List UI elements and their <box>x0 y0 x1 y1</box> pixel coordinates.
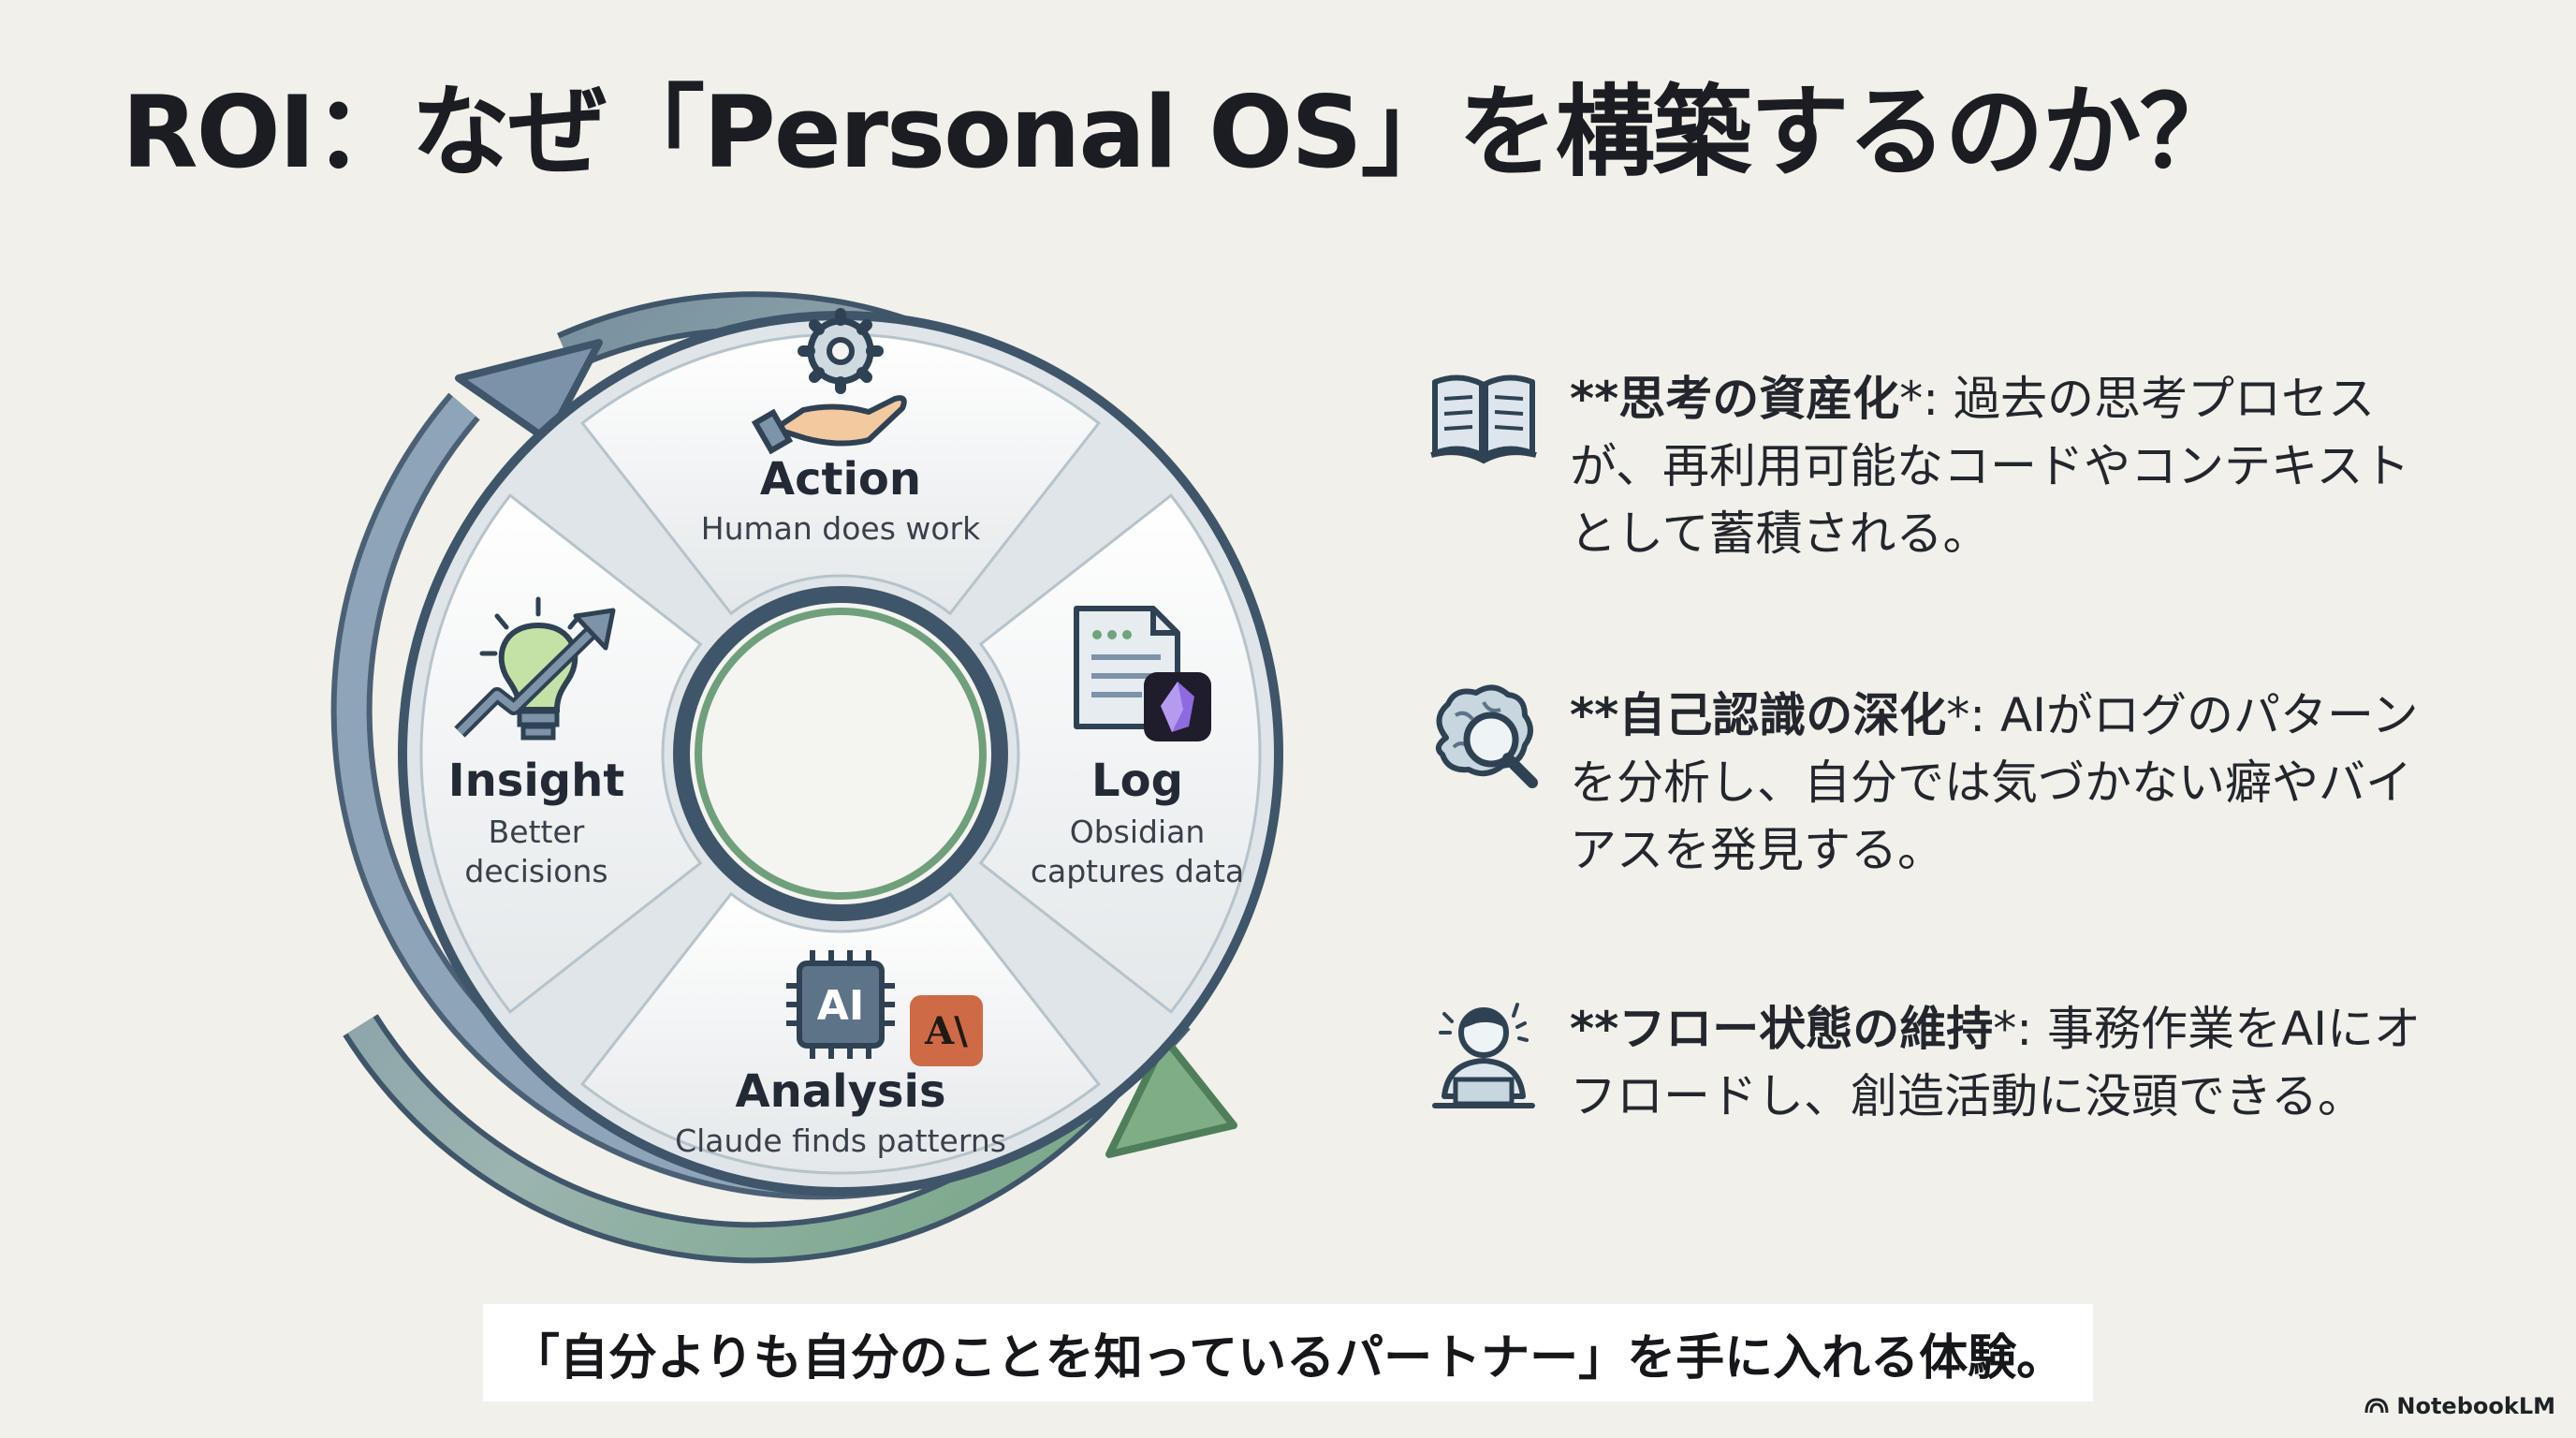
anthropic-logo-label: A\ <box>924 1009 968 1053</box>
segment-log <box>978 493 1262 1014</box>
book-icon <box>1430 374 1537 464</box>
brand-name: NotebookLM <box>2396 1393 2555 1419</box>
person-laptop-icon <box>1432 1003 1535 1108</box>
cycle-diagram: AI A\ Action Human does work Log Obsidia… <box>330 291 1283 1264</box>
segment-subtitle-insight-2: decisions <box>464 853 607 889</box>
benefit-heading: **自己認識の深化 <box>1570 688 1947 742</box>
benefit-body: : AIがログのパターンを分析し、自分では気づかない癖やバイアスを発見する。 <box>1570 688 2419 877</box>
ai-chip-icon: AI <box>786 950 895 1059</box>
benefit-body: : 過去の思考プロセスが、再利用可能なコードやコンテキストとして蓄積される。 <box>1570 372 2410 561</box>
segment-subtitle-insight-1: Better <box>489 814 585 850</box>
brain-search-icon <box>1435 684 1538 788</box>
benefit-body: : 事務作業をAIにオフロードし、創造活動に没頭できる。 <box>1570 1002 2421 1123</box>
summary-quote: 「自分よりも自分のことを知っているパートナー」を手に入れる体験。 <box>483 1304 2093 1401</box>
notebooklm-logo-icon <box>2364 1398 2389 1414</box>
segment-subtitle-log-1: Obsidian <box>1070 814 1206 850</box>
benefit-star: * <box>1993 1002 2017 1056</box>
page-title: ROI：なぜ「Personal OS」を構築するのか？ <box>122 75 2239 190</box>
benefit-text: **フロー状態の維持*: 事務作業をAIにオフロードし、創造活動に没頭できる。 <box>1570 995 2450 1130</box>
segment-title-analysis: Analysis <box>735 1065 945 1118</box>
benefit-star: * <box>1899 372 1924 426</box>
anthropic-logo-icon: A\ <box>910 995 983 1066</box>
ring-segments <box>419 332 1262 1175</box>
benefit-text: **思考の資産化*: 過去の思考プロセスが、再利用可能なコードやコンテキストとし… <box>1570 365 2450 567</box>
ai-chip-label: AI <box>817 982 864 1030</box>
segment-action <box>580 332 1101 616</box>
brand-watermark: NotebookLM <box>2364 1393 2555 1419</box>
segment-subtitle-action: Human does work <box>701 510 981 547</box>
segment-title-action: Action <box>760 453 921 506</box>
segment-subtitle-analysis: Claude finds patterns <box>675 1123 1006 1159</box>
lightbulb-arrow-icon <box>454 596 616 741</box>
gear-hand-icon <box>751 308 907 455</box>
segment-title-log: Log <box>1091 755 1183 807</box>
segment-subtitle-log-2: captures data <box>1031 853 1244 889</box>
benefit-heading: **思考の資産化 <box>1570 372 1900 426</box>
segment-title-insight: Insight <box>448 755 625 807</box>
benefit-text: **自己認識の深化*: AIがログのパターンを分析し、自分では気づかない癖やバイ… <box>1570 682 2450 884</box>
ring-hub <box>673 586 1008 921</box>
benefit-star: * <box>1946 688 1970 742</box>
obsidian-logo-icon <box>1144 672 1211 741</box>
benefit-heading: **フロー状態の維持 <box>1570 1002 1994 1056</box>
segment-insight <box>419 493 703 1014</box>
